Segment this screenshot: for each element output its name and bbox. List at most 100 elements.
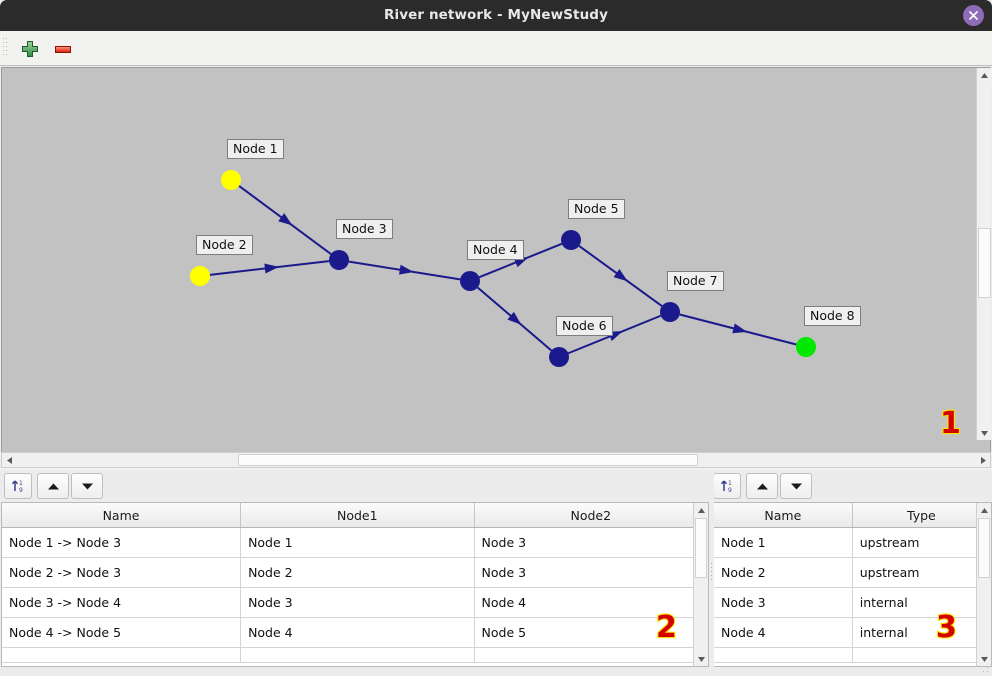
table-cell[interactable]: Node 5 (474, 617, 708, 648)
graph-node-label[interactable]: Node 4 (467, 240, 524, 260)
scroll-up-icon[interactable] (694, 503, 708, 517)
graph-node-label[interactable]: Node 3 (336, 219, 393, 239)
table-row-empty[interactable] (714, 647, 991, 663)
table-cell[interactable]: Node 1 -> Node 3 (2, 527, 242, 558)
graph-node-label[interactable]: Node 5 (568, 199, 625, 219)
table-cell[interactable]: Node 1 (714, 527, 853, 558)
toolbar-grip[interactable] (3, 38, 8, 59)
table-cell[interactable]: Node 2 -> Node 3 (2, 557, 242, 588)
table-cell[interactable]: Node 2 (240, 557, 475, 588)
minus-glyph (55, 46, 71, 53)
table-cell[interactable]: Node 3 (474, 527, 708, 558)
table-cell[interactable]: Node 3 -> Node 4 (2, 587, 242, 618)
arrow-up-icon[interactable] (746, 473, 778, 499)
scroll-left-icon[interactable] (2, 453, 16, 467)
table-cell[interactable]: Node 4 -> Node 5 (2, 617, 242, 648)
vertical-splitter[interactable] (709, 470, 714, 676)
table-cell[interactable]: upstream (852, 557, 991, 588)
graph-node-label[interactable]: Node 2 (196, 235, 253, 255)
plus-glyph (22, 41, 38, 57)
table-cell[interactable]: internal (852, 587, 991, 618)
edges-table-scrollbar[interactable] (693, 503, 708, 666)
graph-node-label[interactable]: Node 6 (556, 316, 613, 336)
title-bar: River network - MyNewStudy (0, 0, 992, 31)
sort-glyph: 1 9 (11, 480, 23, 494)
edges-vscroll-thumb[interactable] (695, 518, 707, 578)
column-header[interactable]: Name (2, 503, 242, 528)
table-cell[interactable] (474, 647, 708, 663)
graph-node[interactable] (460, 271, 480, 291)
graph-hscroll-thumb[interactable] (238, 454, 698, 466)
add-plus-icon[interactable] (20, 39, 40, 59)
scroll-down-icon[interactable] (977, 652, 991, 666)
table-cell[interactable]: Node 3 (240, 587, 475, 618)
svg-text:1: 1 (19, 480, 23, 487)
nodes-table-scrollbar[interactable] (976, 503, 991, 666)
svg-text:9: 9 (728, 487, 732, 494)
table-cell[interactable] (714, 647, 853, 663)
graph-node[interactable] (660, 302, 680, 322)
graph-node[interactable] (329, 250, 349, 270)
graph-node[interactable] (549, 347, 569, 367)
arrow-down-icon[interactable] (71, 473, 103, 499)
table-cell[interactable]: Node 1 (240, 527, 475, 558)
graph-node-label[interactable]: Node 7 (667, 271, 724, 291)
scroll-up-icon[interactable] (977, 503, 991, 517)
arrow-up-icon[interactable] (37, 473, 69, 499)
column-header[interactable]: Node1 (240, 503, 475, 528)
table-cell[interactable]: Node 4 (714, 617, 853, 648)
callout-number: 2 (655, 609, 678, 646)
column-header[interactable]: Node2 (474, 503, 708, 528)
table-cell[interactable] (240, 647, 475, 663)
table-row-empty[interactable] (2, 647, 708, 663)
graph-node[interactable] (561, 230, 581, 250)
window-title: River network - MyNewStudy (384, 7, 608, 23)
nodes-vscroll-thumb[interactable] (978, 518, 990, 578)
sort-glyph: 1 9 (720, 480, 732, 494)
column-header[interactable]: Type (852, 503, 991, 528)
close-icon[interactable] (963, 5, 984, 26)
table-cell[interactable] (852, 647, 991, 663)
table-cell[interactable] (2, 647, 242, 663)
table-cell[interactable]: Node 4 (474, 587, 708, 618)
graph-node-label[interactable]: Node 8 (804, 306, 861, 326)
sort-ascending-icon[interactable]: 1 9 (4, 473, 32, 499)
graph-vscroll-thumb[interactable] (978, 228, 991, 298)
delete-minus-icon[interactable] (53, 39, 73, 59)
graph-horizontal-scrollbar[interactable] (1, 452, 991, 468)
scroll-down-icon[interactable] (694, 652, 708, 666)
table-cell[interactable]: Node 3 (474, 557, 708, 588)
edge-layer (209, 185, 797, 355)
graph-node[interactable] (221, 170, 241, 190)
river-network-canvas[interactable]: Node 1 Node 2 Node 3 Node 4 Node 5 Node 6 Node… (1, 67, 991, 455)
column-header[interactable]: Name (714, 503, 853, 528)
sort-ascending-icon[interactable]: 1 9 (713, 473, 741, 499)
scroll-right-icon[interactable] (976, 453, 990, 467)
table-cell[interactable]: upstream (852, 527, 991, 558)
scroll-up-icon[interactable] (977, 68, 992, 82)
arrow-down-icon[interactable] (780, 473, 812, 499)
graph-node-label[interactable]: Node 1 (227, 139, 284, 159)
graph-node[interactable] (190, 266, 210, 286)
graph-vertical-scrollbar[interactable] (976, 68, 992, 440)
resize-grip[interactable] (983, 667, 989, 673)
table-cell[interactable]: Node 4 (240, 617, 475, 648)
table-cell[interactable]: Node 2 (714, 557, 853, 588)
scroll-down-icon[interactable] (977, 426, 992, 440)
table-cell[interactable]: internal (852, 617, 991, 648)
table-cell[interactable]: Node 3 (714, 587, 853, 618)
graph-node[interactable] (796, 337, 816, 357)
